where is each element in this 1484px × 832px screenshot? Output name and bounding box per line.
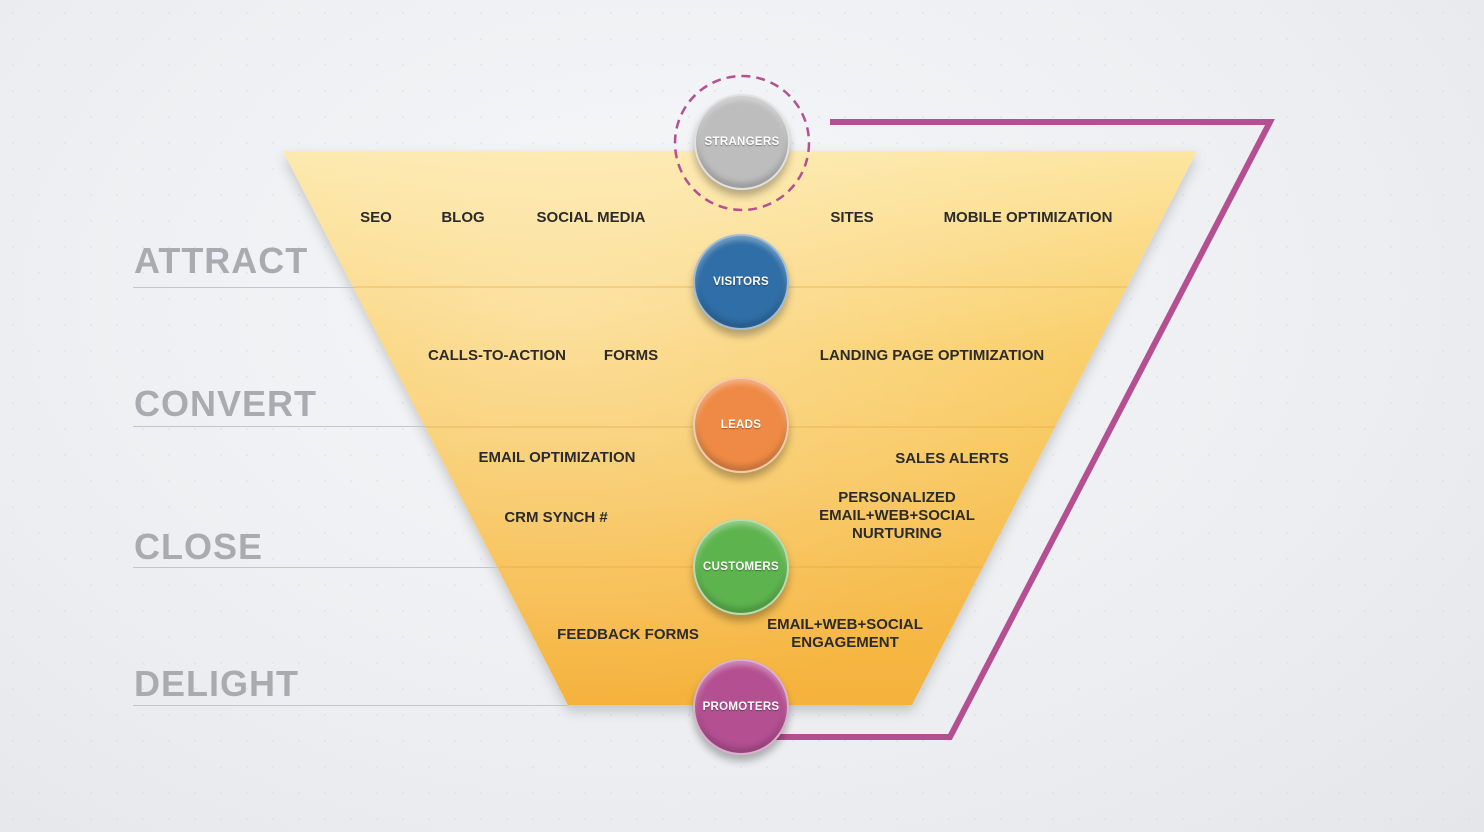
strangers-dashed-ring <box>673 74 811 212</box>
tactic-mobile-optimization: MOBILE OPTIMIZATION <box>943 209 1113 226</box>
stage-label-convert: CONVERT <box>134 383 318 424</box>
stage-line-delight <box>133 705 569 706</box>
stage-label-delight: DELIGHT <box>134 663 299 704</box>
stage-line-close <box>133 567 499 568</box>
tactic-sites: SITES <box>830 209 874 226</box>
node-leads: LEADS <box>693 377 789 473</box>
tactic-social-media: SOCIAL MEDIA <box>536 209 646 226</box>
node-visitors-label: VISITORS <box>713 276 769 288</box>
node-visitors: VISITORS <box>693 234 789 330</box>
stage-label-attract: ATTRACT <box>134 240 309 281</box>
node-strangers-label: STRANGERS <box>704 136 780 148</box>
node-leads-label: LEADS <box>720 419 762 431</box>
stage-label-close: CLOSE <box>134 526 264 567</box>
tactic-feedback-forms: FEEDBACK FORMS <box>557 626 699 643</box>
tactic-landing-page-optimization: LANDING PAGE OPTIMIZATION <box>819 347 1045 364</box>
stage-line-attract <box>133 287 355 288</box>
node-promoters-label: PROMOTERS <box>702 701 780 713</box>
tactic-seo: SEO <box>360 209 392 226</box>
tactic-blog: BLOG <box>441 209 485 226</box>
node-customers-label: CUSTOMERS <box>703 561 779 573</box>
stage-line-convert <box>133 426 427 427</box>
tactic-calls-to-action: CALLS-TO-ACTION <box>427 347 567 364</box>
tactic-sales-alerts: SALES ALERTS <box>895 450 1009 467</box>
loop-line <box>775 119 1275 740</box>
tactic-crm-synch: CRM SYNCH # <box>504 509 608 526</box>
node-promoters: PROMOTERS <box>693 659 789 755</box>
node-strangers: STRANGERS <box>694 94 790 190</box>
tactic-personalized-nurturing: PERSONALIZED EMAIL+WEB+SOCIAL NURTURING <box>819 489 975 542</box>
tactic-social-engagement: EMAIL+WEB+SOCIAL ENGAGEMENT <box>767 616 923 651</box>
node-customers: CUSTOMERS <box>693 519 789 615</box>
tactic-forms: FORMS <box>603 347 659 364</box>
tactic-email-optimization: EMAIL OPTIMIZATION <box>478 449 636 466</box>
